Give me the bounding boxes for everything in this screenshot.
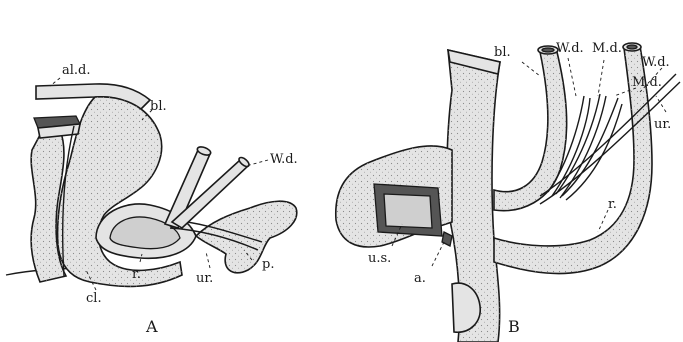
label-b-w-d-top: W.d. xyxy=(556,41,584,56)
label-w-d: W.d. xyxy=(270,152,298,167)
label-r: r. xyxy=(132,267,141,282)
label-b-a: a. xyxy=(414,271,426,286)
label-cl: cl. xyxy=(86,291,102,306)
label-b-w-d-right: W.d. xyxy=(642,55,670,70)
caption-a: A xyxy=(145,317,158,336)
label-b-ur: ur. xyxy=(654,117,671,132)
panel-a: al.d. bl. W.d. ur. p. r. cl. A xyxy=(6,63,298,336)
panel-b: bl. W.d. M.d. M.d. W.d. ur. r. u.s. a. B xyxy=(336,41,680,342)
label-p: p. xyxy=(262,257,274,272)
label-b-bl: bl. xyxy=(494,45,511,60)
label-ur: ur. xyxy=(196,271,213,286)
label-b-m-d-top: M.d. xyxy=(592,41,622,56)
caption-b: B xyxy=(508,317,520,336)
label-b-u-s: u.s. xyxy=(368,251,391,266)
label-al-d: al.d. xyxy=(62,63,91,78)
urinary-sinus xyxy=(384,194,432,228)
label-bl: bl. xyxy=(150,99,167,114)
label-b-r: r. xyxy=(608,197,617,212)
label-b-m-d-right: M.d. xyxy=(632,75,662,90)
